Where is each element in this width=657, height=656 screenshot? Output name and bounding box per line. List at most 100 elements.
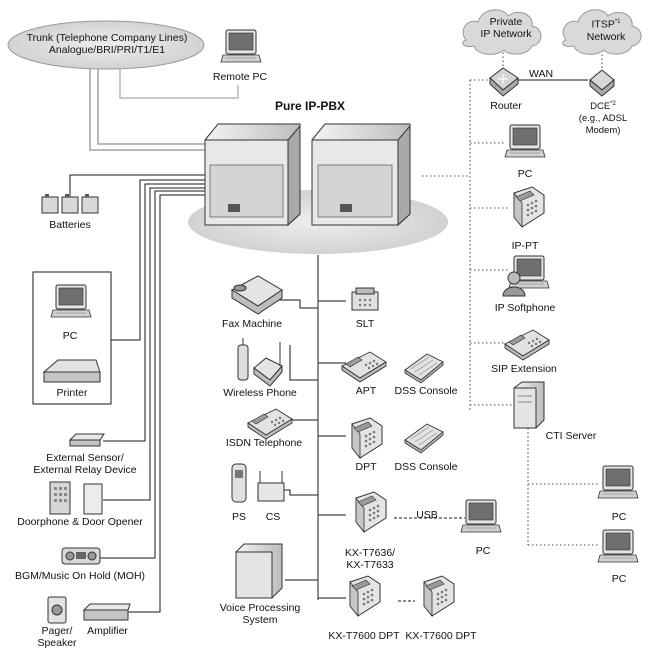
pager-label: Pager/ Speaker xyxy=(32,625,82,649)
dce-line2: (e.g., ADSL xyxy=(578,113,628,125)
itsp-cloud xyxy=(562,9,642,55)
amplifier-icon xyxy=(82,603,131,621)
cti-server-icon xyxy=(513,381,545,429)
pc-cti-2-label: PC xyxy=(611,573,627,585)
pager-speaker-icon xyxy=(47,596,67,624)
amplifier-label: Amplifier xyxy=(87,625,128,637)
bgm-label: BGM/Music On Hold (MOH) xyxy=(14,570,146,582)
dce-line3: Modem) xyxy=(585,125,621,137)
wire-ext-sensor xyxy=(103,183,205,442)
dce-label: DCE*2 (e.g., ADSL Modem) xyxy=(572,98,634,137)
pager-line2: Speaker xyxy=(37,637,77,649)
pbx-title: Pure IP-PBX xyxy=(274,99,346,113)
trunk-ellipse xyxy=(7,20,205,70)
kx-t7600-b-label: KX-T7600 DPT xyxy=(405,630,477,642)
doorphone-label: Doorphone & Door Opener xyxy=(17,516,143,528)
external-sensor-icon xyxy=(68,433,105,447)
pc-cti-1-icon xyxy=(597,465,639,499)
cs-label: CS xyxy=(265,511,281,523)
ip-softphone-icon xyxy=(502,255,550,297)
ps-label: PS xyxy=(231,511,246,523)
apt-icon xyxy=(341,351,387,383)
kx-t7636-label: KX-T7636/ KX-T7633 xyxy=(330,547,410,571)
dss-console-2-label: DSS Console xyxy=(394,461,458,473)
cti-server-label: CTI Server xyxy=(545,430,597,442)
wireless-phone-label: Wireless Phone xyxy=(223,387,297,399)
itsp-label: ITSP*1 Network xyxy=(574,16,638,43)
pc-usb-icon xyxy=(460,499,502,533)
sip-extension-label: SIP Extension xyxy=(491,363,557,375)
voice-processing-label: Voice Processing System xyxy=(212,602,308,626)
pbx-cabinet-1 xyxy=(204,123,301,227)
printer-icon xyxy=(42,359,101,383)
pc-lan-label: PC xyxy=(517,168,533,180)
batteries-label: Batteries xyxy=(49,219,91,231)
apt-label: APT xyxy=(355,385,377,397)
wire-amplifier xyxy=(128,194,205,613)
fax-label: Fax Machine xyxy=(221,318,283,330)
dpt-icon xyxy=(351,417,383,459)
private-ip-line2: IP Network xyxy=(480,28,532,40)
trunk-wire xyxy=(89,65,239,151)
voice-processing-line1: Voice Processing xyxy=(219,602,301,614)
trunk-label: Trunk (Telephone Company Lines) Analogue… xyxy=(22,32,192,56)
router-icon xyxy=(489,67,519,97)
wire-pc-printer xyxy=(111,179,205,341)
dpt-label: DPT xyxy=(355,461,377,473)
dce-icon xyxy=(589,69,615,97)
kx-t7636-line1: KX-T7636/ xyxy=(344,547,396,559)
isdn-telephone-label: ISDN Telephone xyxy=(225,437,303,449)
dss-console-1-icon xyxy=(404,353,444,384)
usb-label: USB xyxy=(416,509,438,521)
ext-sensor-line2: External Relay Device xyxy=(33,464,137,476)
private-ip-line1: Private xyxy=(489,16,523,28)
dss-console-2-icon xyxy=(404,423,444,454)
wiring xyxy=(69,174,465,613)
wan-label: WAN xyxy=(528,68,554,80)
ps-icon xyxy=(231,463,247,503)
wire-batteries xyxy=(69,174,205,198)
slt-icon xyxy=(351,287,379,311)
trunk-label-line1: Trunk (Telephone Company Lines) xyxy=(26,32,188,44)
private-ip-cloud xyxy=(462,9,542,55)
cs-icon xyxy=(257,471,285,502)
kx-t7600-a-icon xyxy=(349,575,381,617)
pc-cti-1-label: PC xyxy=(611,511,627,523)
ip-pt-icon xyxy=(513,186,545,228)
slt-label: SLT xyxy=(355,318,375,330)
remote-pc-icon xyxy=(220,29,262,63)
pc-usb-label: PC xyxy=(475,545,491,557)
dce-line1: DCE xyxy=(590,101,611,113)
batteries-icon xyxy=(41,194,99,214)
wire-doorphone xyxy=(103,187,205,501)
voice-processing-line2: System xyxy=(242,614,278,626)
private-ip-label: Private IP Network xyxy=(474,16,538,40)
isdn-telephone-icon xyxy=(247,408,293,440)
dss-console-1-label: DSS Console xyxy=(394,385,458,397)
kx-t7600-b-icon xyxy=(423,575,455,617)
kx-t7636-line2: KX-T7633 xyxy=(346,559,394,571)
bgm-icon xyxy=(61,547,101,565)
pc-cti-2-icon xyxy=(597,529,639,563)
voice-processing-icon xyxy=(235,543,283,599)
fax-machine-icon xyxy=(230,275,283,315)
pc-left-label: PC xyxy=(62,330,78,342)
pc-lan-icon xyxy=(504,124,546,158)
itsp-line1: ITSP xyxy=(591,18,615,31)
pbx-cabinet-2 xyxy=(311,123,411,227)
dce-sup: *2 xyxy=(610,101,616,107)
doorphone-icon xyxy=(49,481,103,515)
remote-pc-label: Remote PC xyxy=(212,71,268,83)
ext-sensor-label: External Sensor/ External Relay Device xyxy=(20,452,150,476)
ip-softphone-label: IP Softphone xyxy=(494,302,556,314)
itsp-line2: Network xyxy=(586,30,626,43)
trunk-label-line2: Analogue/BRI/PRI/T1/E1 xyxy=(48,44,166,56)
kx-t7636-icon xyxy=(355,491,387,533)
pc-left-icon xyxy=(50,284,92,318)
kx-t7600-a-label: KX-T7600 DPT xyxy=(328,630,400,642)
wireless-phone-icon xyxy=(237,338,283,387)
sip-extension-icon xyxy=(504,329,550,361)
router-label: Router xyxy=(490,100,522,112)
itsp-sup: *1 xyxy=(614,19,621,25)
